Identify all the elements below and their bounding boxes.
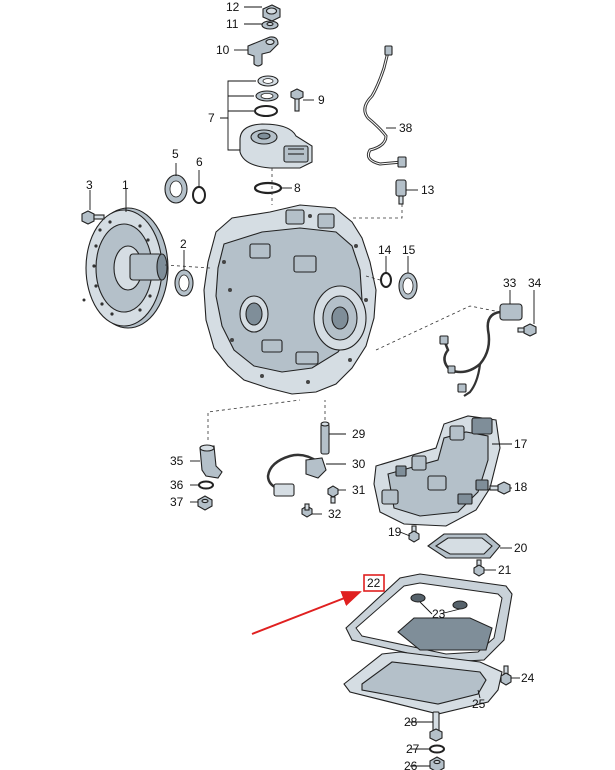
callout-10: 10 (216, 43, 230, 57)
part-filter-20[interactable] (427, 533, 501, 559)
callout-30: 30 (352, 457, 366, 471)
callout-37: 37 (170, 495, 184, 509)
callout-24: 24 (521, 671, 535, 685)
part-nut-12[interactable] (262, 4, 281, 22)
part-o-ring-36[interactable] (198, 480, 214, 490)
callout-1: 1 (122, 178, 129, 192)
part-o-ring-6[interactable] (192, 186, 206, 204)
callout-29: 29 (352, 427, 366, 441)
part-bolt-31[interactable] (327, 485, 339, 504)
part-clip-7b[interactable] (255, 90, 279, 102)
part-bolt-3[interactable] (81, 210, 105, 225)
part-sensor-13[interactable] (395, 179, 407, 205)
centerline-right-sensor (352, 204, 403, 219)
part-bolt-24[interactable] (500, 665, 512, 686)
part-pipe-35[interactable] (199, 444, 223, 479)
part-o-ring-8[interactable] (253, 181, 283, 195)
part-bolt-21[interactable] (473, 559, 485, 577)
part-seal-2[interactable] (174, 269, 194, 297)
callout-23: 23 (432, 607, 446, 621)
part-o-ring-7c[interactable] (254, 105, 278, 117)
part-washer-11[interactable] (261, 20, 279, 30)
callout-28: 28 (404, 715, 418, 729)
part-seal-15[interactable] (398, 272, 418, 300)
centerline-shaft (164, 264, 211, 269)
callout-8: 8 (294, 181, 301, 195)
part-selector-sensor-7[interactable] (239, 123, 313, 169)
callout-20: 20 (514, 541, 528, 555)
highlight-box (363, 574, 385, 592)
callout-2: 2 (180, 237, 187, 251)
callout-25: 25 (472, 697, 486, 711)
part-transmission-housing (203, 204, 377, 395)
callout-35: 35 (170, 454, 184, 468)
part-bolt-32[interactable] (301, 503, 313, 518)
callout-19: 19 (388, 525, 402, 539)
part-lever-10[interactable] (247, 36, 279, 67)
centerline-lower-left (207, 399, 301, 440)
callout-34: 34 (528, 276, 542, 290)
callout-9: 9 (318, 93, 325, 107)
part-seal-27[interactable] (429, 744, 445, 754)
part-sensor-wire-38[interactable] (363, 45, 407, 168)
callout-5: 5 (172, 147, 179, 161)
part-valve-body-17[interactable] (373, 415, 501, 527)
callout-38: 38 (399, 121, 413, 135)
callout-36: 36 (170, 478, 184, 492)
part-bolt-19[interactable] (408, 525, 420, 543)
callout-15: 15 (402, 243, 416, 257)
callout-18: 18 (514, 480, 528, 494)
part-drain-plug-28[interactable] (429, 711, 443, 742)
part-sealing-ring-7a[interactable] (257, 75, 279, 87)
part-wiring-harness-33[interactable] (439, 303, 523, 397)
red-arrow-icon (251, 591, 362, 635)
part-bolt-9[interactable] (290, 88, 304, 112)
callout-6: 6 (196, 155, 203, 169)
part-torque-converter-1[interactable] (82, 207, 169, 329)
part-seal-5[interactable] (164, 174, 188, 204)
callout-26: 26 (404, 759, 418, 770)
callout-3: 3 (86, 178, 93, 192)
callout-21: 21 (498, 563, 512, 577)
part-o-ring-14[interactable] (380, 272, 392, 288)
part-speed-sensor-30[interactable] (266, 453, 327, 497)
callout-12: 12 (226, 0, 240, 14)
centerline-right-seals (365, 275, 381, 281)
callout-22: 22 (367, 576, 381, 590)
part-sensor-29[interactable] (320, 421, 330, 455)
part-magnet-23a[interactable] (410, 593, 426, 603)
part-bolt-34[interactable] (517, 323, 537, 337)
part-nut-37[interactable] (197, 495, 213, 511)
callout-14: 14 (378, 243, 392, 257)
part-plug-26[interactable] (429, 756, 445, 770)
callout-11: 11 (226, 17, 239, 31)
callout-33: 33 (503, 276, 517, 290)
part-magnet-23b[interactable] (452, 600, 468, 610)
callout-27: 27 (406, 742, 420, 756)
callout-13: 13 (421, 183, 435, 197)
part-bolt-18[interactable] (489, 481, 511, 495)
centerline-valve-body (375, 305, 501, 351)
callout-17: 17 (514, 437, 528, 451)
callout-31: 31 (352, 483, 366, 497)
callout-7: 7 (208, 111, 215, 125)
part-oil-pan-25[interactable] (343, 617, 503, 715)
callout-32: 32 (328, 507, 342, 521)
